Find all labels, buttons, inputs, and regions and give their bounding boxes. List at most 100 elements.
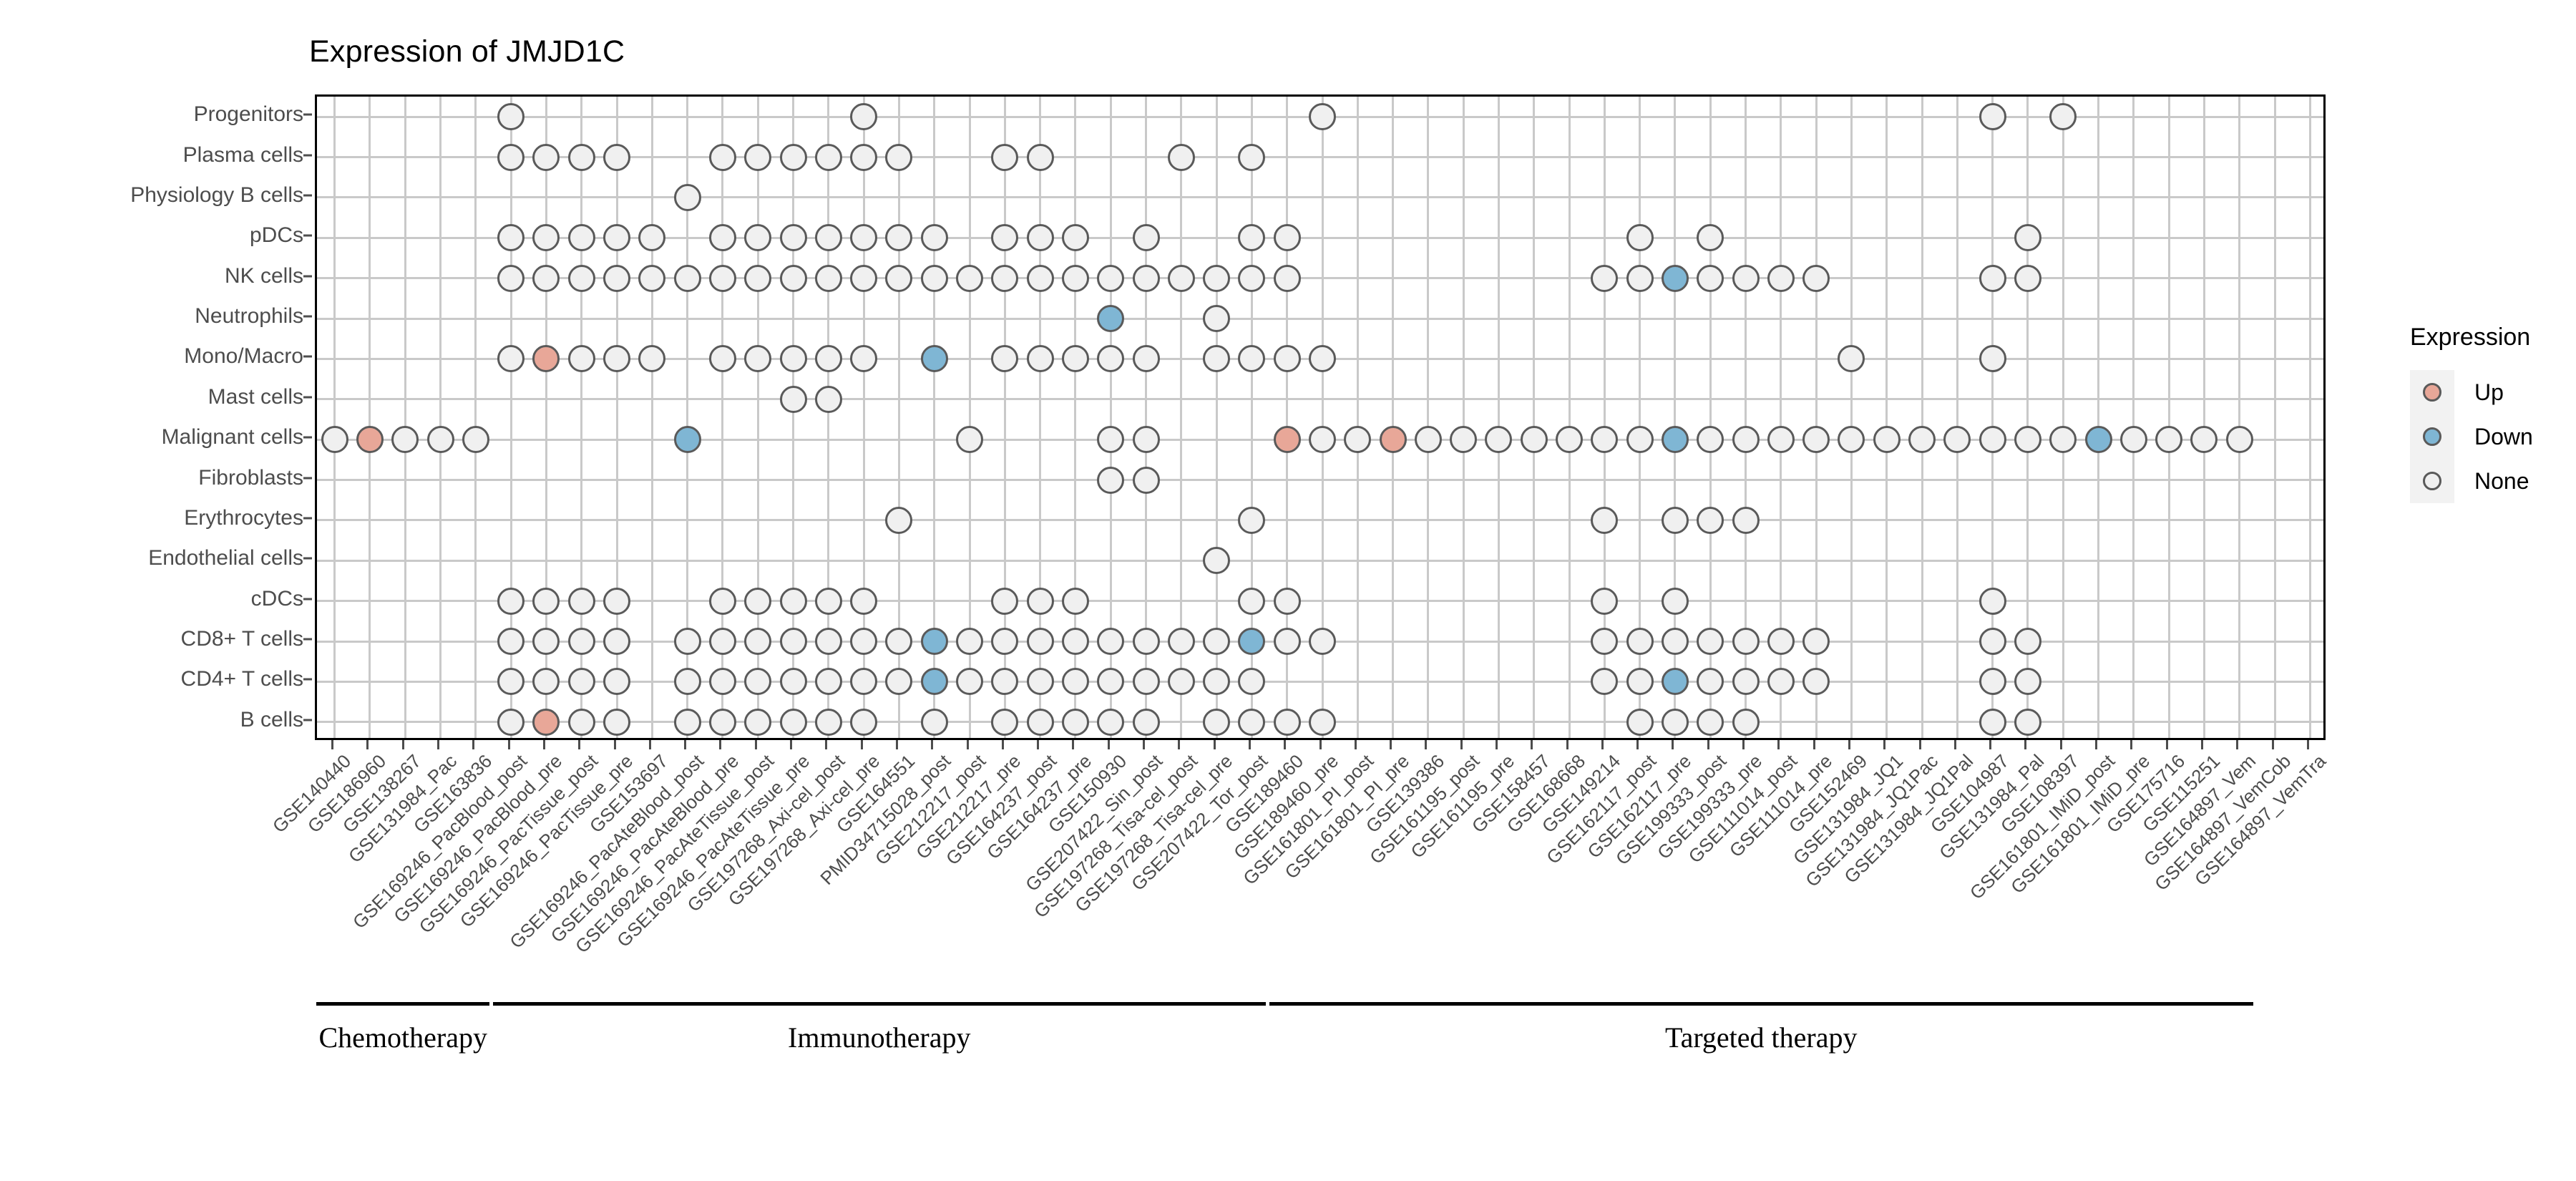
dot-none[interactable] — [673, 628, 701, 656]
dot-none[interactable] — [1626, 426, 1654, 454]
dot-none[interactable] — [1838, 345, 1865, 373]
dot-none[interactable] — [603, 264, 631, 292]
dot-none[interactable] — [497, 345, 525, 373]
dot-none[interactable] — [708, 628, 736, 656]
dot-none[interactable] — [744, 143, 772, 171]
dot-none[interactable] — [1238, 587, 1266, 615]
dot-none[interactable] — [532, 264, 560, 292]
dot-none[interactable] — [1732, 426, 1760, 454]
dot-none[interactable] — [814, 628, 842, 656]
dot-down[interactable] — [920, 345, 948, 373]
dot-none[interactable] — [1238, 264, 1266, 292]
dot-none[interactable] — [885, 506, 913, 534]
dot-none[interactable] — [497, 708, 525, 736]
dot-none[interactable] — [779, 143, 807, 171]
dot-none[interactable] — [1026, 345, 1054, 373]
dot-none[interactable] — [1203, 668, 1231, 696]
dot-none[interactable] — [1097, 628, 1125, 656]
dot-none[interactable] — [2014, 264, 2041, 292]
dot-none[interactable] — [779, 628, 807, 656]
dot-none[interactable] — [603, 224, 631, 252]
legend-item-down[interactable]: Down — [2410, 414, 2575, 459]
dot-none[interactable] — [673, 708, 701, 736]
dot-none[interactable] — [2119, 426, 2147, 454]
dot-none[interactable] — [991, 668, 1019, 696]
dot-none[interactable] — [708, 264, 736, 292]
dot-none[interactable] — [1767, 264, 1795, 292]
dot-none[interactable] — [1979, 587, 2006, 615]
dot-none[interactable] — [1061, 708, 1089, 736]
dot-up[interactable] — [356, 426, 384, 454]
dot-none[interactable] — [1309, 345, 1336, 373]
dot-none[interactable] — [850, 224, 878, 252]
dot-none[interactable] — [462, 426, 489, 454]
dot-none[interactable] — [1273, 628, 1301, 656]
dot-none[interactable] — [779, 264, 807, 292]
dot-none[interactable] — [885, 143, 913, 171]
dot-none[interactable] — [603, 345, 631, 373]
dot-none[interactable] — [744, 264, 772, 292]
dot-none[interactable] — [2225, 426, 2253, 454]
dot-none[interactable] — [532, 668, 560, 696]
dot-none[interactable] — [1661, 506, 1689, 534]
dot-none[interactable] — [1979, 708, 2006, 736]
dot-none[interactable] — [1097, 668, 1125, 696]
dot-none[interactable] — [1238, 224, 1266, 252]
dot-none[interactable] — [497, 224, 525, 252]
dot-none[interactable] — [1802, 628, 1830, 656]
dot-none[interactable] — [708, 224, 736, 252]
dot-none[interactable] — [1026, 628, 1054, 656]
dot-none[interactable] — [1732, 668, 1760, 696]
dot-none[interactable] — [1732, 264, 1760, 292]
dot-none[interactable] — [1697, 426, 1724, 454]
dot-none[interactable] — [779, 708, 807, 736]
dot-none[interactable] — [991, 708, 1019, 736]
dot-none[interactable] — [1026, 143, 1054, 171]
dot-none[interactable] — [532, 143, 560, 171]
dot-none[interactable] — [1061, 224, 1089, 252]
dot-none[interactable] — [1732, 708, 1760, 736]
dot-none[interactable] — [814, 224, 842, 252]
dot-none[interactable] — [1273, 264, 1301, 292]
dot-none[interactable] — [708, 668, 736, 696]
dot-down[interactable] — [1661, 426, 1689, 454]
dot-none[interactable] — [1132, 466, 1160, 494]
dot-none[interactable] — [814, 668, 842, 696]
dot-none[interactable] — [814, 385, 842, 413]
dot-none[interactable] — [1979, 668, 2006, 696]
dot-none[interactable] — [1979, 103, 2006, 131]
dot-none[interactable] — [567, 224, 595, 252]
dot-none[interactable] — [708, 708, 736, 736]
dot-none[interactable] — [2014, 628, 2041, 656]
dot-none[interactable] — [1626, 264, 1654, 292]
dot-none[interactable] — [920, 264, 948, 292]
dot-none[interactable] — [1908, 426, 1936, 454]
dot-none[interactable] — [1132, 426, 1160, 454]
dot-none[interactable] — [1591, 628, 1619, 656]
dot-none[interactable] — [1802, 264, 1830, 292]
dot-none[interactable] — [814, 143, 842, 171]
dot-none[interactable] — [991, 628, 1019, 656]
dot-none[interactable] — [1697, 264, 1724, 292]
dot-none[interactable] — [497, 628, 525, 656]
dot-none[interactable] — [1132, 708, 1160, 736]
dot-none[interactable] — [885, 224, 913, 252]
dot-none[interactable] — [991, 587, 1019, 615]
dot-none[interactable] — [708, 345, 736, 373]
dot-none[interactable] — [567, 143, 595, 171]
dot-none[interactable] — [1697, 708, 1724, 736]
dot-none[interactable] — [991, 143, 1019, 171]
dot-none[interactable] — [744, 668, 772, 696]
dot-none[interactable] — [744, 628, 772, 656]
dot-none[interactable] — [603, 587, 631, 615]
dot-none[interactable] — [1979, 345, 2006, 373]
dot-none[interactable] — [2014, 426, 2041, 454]
dot-none[interactable] — [779, 587, 807, 615]
dot-none[interactable] — [1309, 708, 1336, 736]
dot-none[interactable] — [638, 224, 666, 252]
dot-none[interactable] — [673, 668, 701, 696]
dot-none[interactable] — [1061, 668, 1089, 696]
dot-none[interactable] — [779, 224, 807, 252]
dot-none[interactable] — [956, 426, 984, 454]
dot-none[interactable] — [673, 183, 701, 211]
